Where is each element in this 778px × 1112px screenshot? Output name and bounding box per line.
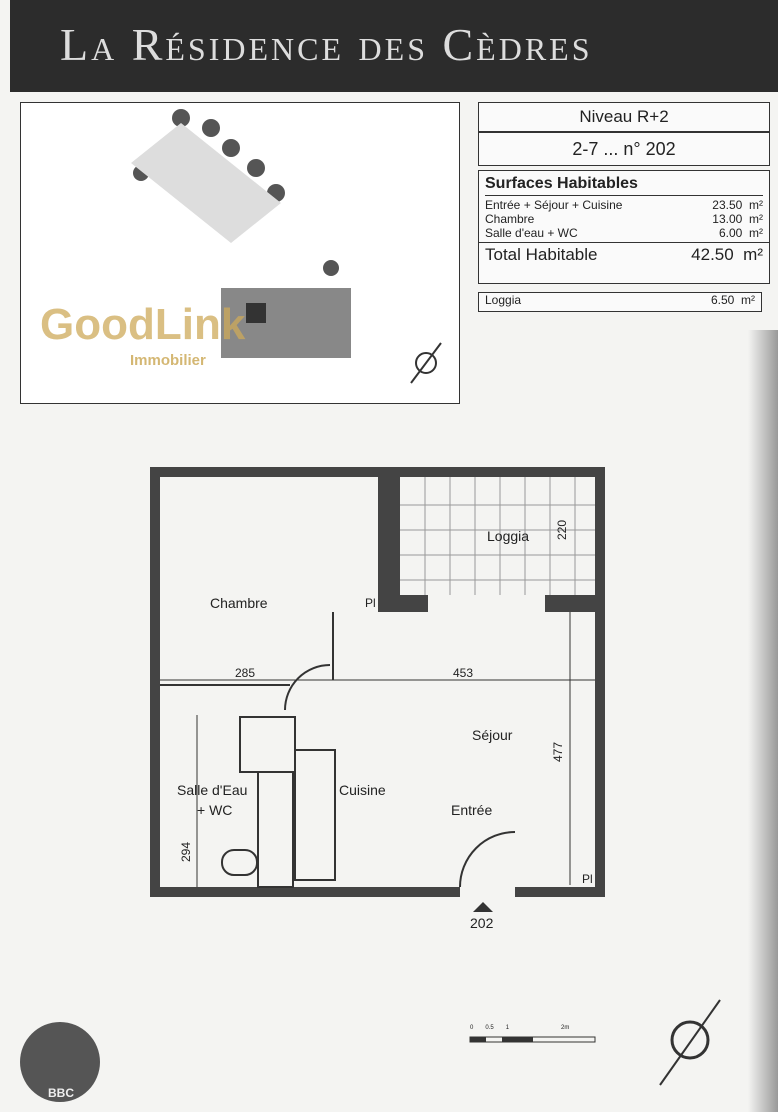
room-entree: Entrée xyxy=(451,802,493,818)
surface-row: Chambre 13.00 m² xyxy=(479,212,769,226)
placard-label: Pl xyxy=(365,596,376,610)
watermark-subtitle: Immobilier xyxy=(130,352,206,369)
title-banner xyxy=(10,0,778,92)
surfaces-table: Surfaces Habitables Entrée + Séjour + Cu… xyxy=(478,170,770,284)
row-unit: m² xyxy=(749,226,763,240)
loggia-row: Loggia 6.50 m² xyxy=(478,292,762,312)
loggia-value: 6.50 xyxy=(710,293,735,307)
level-label: Niveau R+2 xyxy=(478,102,770,132)
room-chambre: Chambre xyxy=(210,595,268,611)
total-value: 42.50 xyxy=(691,245,734,264)
loggia-unit: m² xyxy=(741,293,755,307)
unit-number: 202 xyxy=(470,915,494,931)
dim-294: 294 xyxy=(179,841,194,863)
room-sejour: Séjour xyxy=(472,727,513,743)
room-wc: + WC xyxy=(197,802,233,818)
dim-285: 285 xyxy=(235,666,256,680)
scale-label: 0.5 xyxy=(485,1025,494,1031)
scale-labels: 0 0.5 1 2m xyxy=(470,1025,569,1031)
row-label: Salle d'eau + WC xyxy=(485,226,578,240)
room-salle-eau: Salle d'Eau xyxy=(177,782,248,798)
row-unit: m² xyxy=(749,198,763,212)
scale-bar xyxy=(469,1036,596,1043)
surface-row: Salle d'eau + WC 6.00 m² xyxy=(479,226,769,240)
row-label: Entrée + Séjour + Cuisine xyxy=(485,198,623,212)
surfaces-heading: Surfaces Habitables xyxy=(485,175,763,196)
watermark-logo: GoodLink xyxy=(40,300,246,349)
dim-477: 477 xyxy=(551,741,566,763)
surface-row: Entrée + Séjour + Cuisine 23.50 m² xyxy=(479,198,769,212)
room-cuisine: Cuisine xyxy=(339,782,386,798)
scale-label: 0 xyxy=(470,1025,474,1031)
loggia-label: Loggia xyxy=(485,293,522,307)
dim-453: 453 xyxy=(453,666,474,680)
room-loggia: Loggia xyxy=(487,528,530,544)
page-title: La Résidence des Cèdres xyxy=(60,19,593,70)
north-arrow-icon xyxy=(659,999,721,1086)
dim-220: 220 xyxy=(555,519,570,541)
row-unit: m² xyxy=(749,212,763,226)
row-value: 23.50 xyxy=(712,198,743,212)
scale-label: 1 xyxy=(505,1025,510,1031)
row-label: Chambre xyxy=(485,212,535,226)
total-label: Total Habitable xyxy=(485,245,598,264)
lot-label: 2-7 ... n° 202 xyxy=(478,132,770,166)
placard-label: Pl xyxy=(582,872,593,886)
row-value: 13.00 xyxy=(712,212,743,226)
site-plan xyxy=(20,102,460,404)
entrance-arrow-icon xyxy=(473,902,493,912)
scan-edge xyxy=(748,330,778,1112)
row-value: 6.00 xyxy=(718,226,743,240)
total-row: Total Habitable 42.50 m² xyxy=(479,242,769,267)
scale-label: 2m xyxy=(561,1025,570,1031)
bbc-badge-icon xyxy=(20,1022,100,1102)
total-unit: m² xyxy=(743,245,763,264)
bbc-label: BBC xyxy=(48,1086,74,1100)
